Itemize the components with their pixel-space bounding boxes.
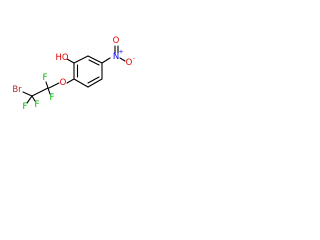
- ring-bond-4: [73, 78, 89, 88]
- bond-ring-to-ether-oxygen: [66, 78, 75, 84]
- nitro-oxygen-charge: -: [133, 56, 135, 63]
- nitro-nitrogen-label: N: [113, 52, 119, 62]
- ring-bond-1-inner: [88, 59, 100, 66]
- hydroxyl-label: HO: [55, 53, 68, 63]
- ring-bond-3: [87, 78, 103, 88]
- bromine-label: Br: [12, 85, 22, 95]
- fluorine-label-2: F: [50, 93, 55, 103]
- fluorine-label-4: F: [35, 100, 40, 110]
- nitro-oxygen-right-label: O: [126, 58, 133, 68]
- atom-labels: HO O N + O O - Br F F F F: [12, 36, 135, 112]
- bond-cf2br-to-fluorine-left: [26, 95, 33, 104]
- bond-cf2br-to-bromine: [22, 91, 33, 97]
- chemical-structure-diagram: HO O N + O O - Br F F F F: [12, 36, 135, 112]
- ring-bond-1: [87, 55, 103, 64]
- bond-nitro-n-to-o-right: [119, 57, 126, 62]
- benzene-ring: [73, 55, 103, 88]
- fluorine-label-3: F: [23, 102, 28, 112]
- bond-cf2-to-cf2br: [31, 87, 49, 97]
- bond-ether-oxygen-to-cf2: [48, 82, 60, 89]
- bond-ring-to-hydroxyl: [66, 58, 75, 64]
- fluorine-label-1: F: [43, 73, 48, 83]
- nitro-oxygen-top-label: O: [113, 36, 120, 46]
- bond-cf2-to-fluorine-top: [45, 81, 49, 89]
- ring-bond-6: [73, 55, 89, 64]
- ring-bond-3-inner: [87, 76, 100, 84]
- bond-cf2br-to-fluorine-right: [31, 95, 36, 102]
- substituent-bonds: [22, 45, 126, 104]
- bond-cf2-to-fluorine-bottom: [47, 87, 51, 95]
- bond-ring-to-nitro-n: [101, 57, 111, 64]
- ether-oxygen-label: O: [60, 78, 67, 88]
- nitro-nitrogen-charge: +: [118, 49, 123, 56]
